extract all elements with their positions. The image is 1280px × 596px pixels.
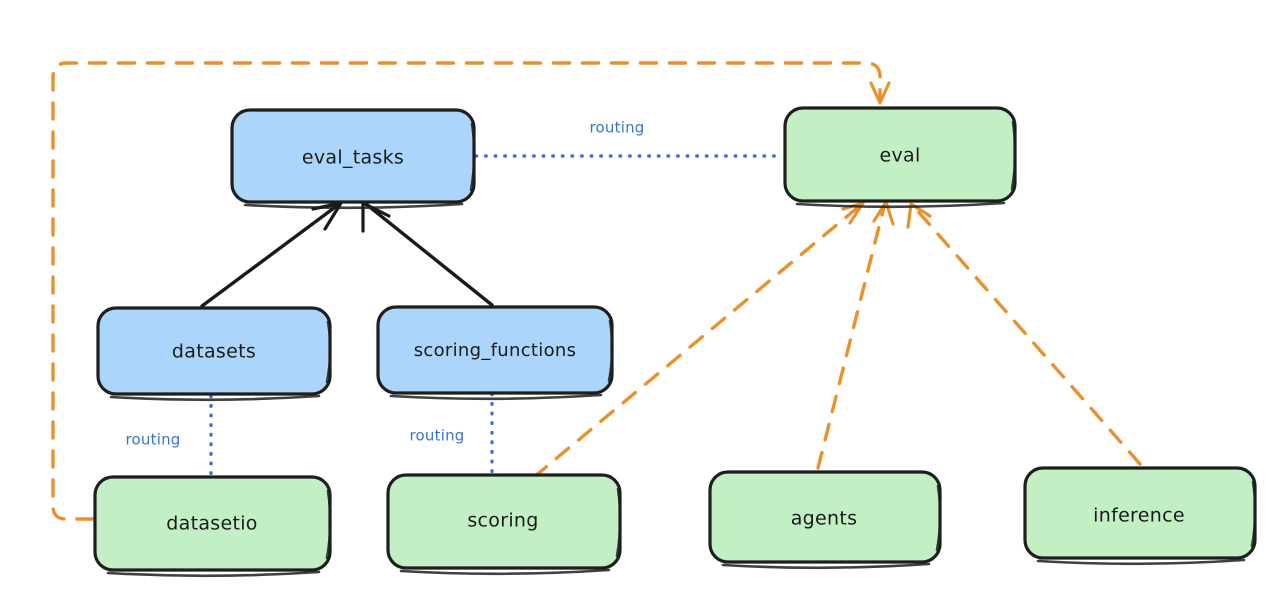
edge-label-routing-scoring-functions: routing — [410, 427, 465, 445]
node-datasets[interactable]: datasets — [96, 306, 332, 402]
node-datasetio[interactable]: datasetio — [93, 475, 332, 578]
node-label-datasets: datasets — [172, 341, 256, 363]
node-label-agents: agents — [791, 508, 858, 530]
edge-label-routing-top: routing — [590, 119, 645, 137]
edge-label-routing-datasets: routing — [126, 431, 181, 449]
edge-inference-to-eval — [906, 202, 1142, 466]
node-eval_tasks[interactable]: eval_tasks — [230, 108, 476, 210]
node-scoring[interactable]: scoring — [386, 473, 622, 576]
node-label-inference: inference — [1093, 505, 1185, 527]
node-label-eval: eval — [879, 145, 920, 167]
edge-datasetio-to-eval — [51, 61, 891, 521]
node-inference[interactable]: inference — [1023, 466, 1257, 566]
node-eval[interactable]: eval — [783, 106, 1017, 209]
edge-scoring_functions-to-eval_tasks — [361, 201, 494, 307]
node-scoring_functions[interactable]: scoring_functions — [376, 305, 614, 401]
edge-agents-to-eval — [816, 200, 895, 470]
node-agents[interactable]: agents — [708, 470, 942, 570]
node-label-eval_tasks: eval_tasks — [302, 147, 404, 169]
edge-datasets-to-eval_tasks — [200, 201, 343, 308]
node-label-scoring: scoring — [467, 510, 538, 532]
node-label-datasetio: datasetio — [166, 513, 257, 535]
node-label-scoring_functions: scoring_functions — [414, 340, 577, 361]
